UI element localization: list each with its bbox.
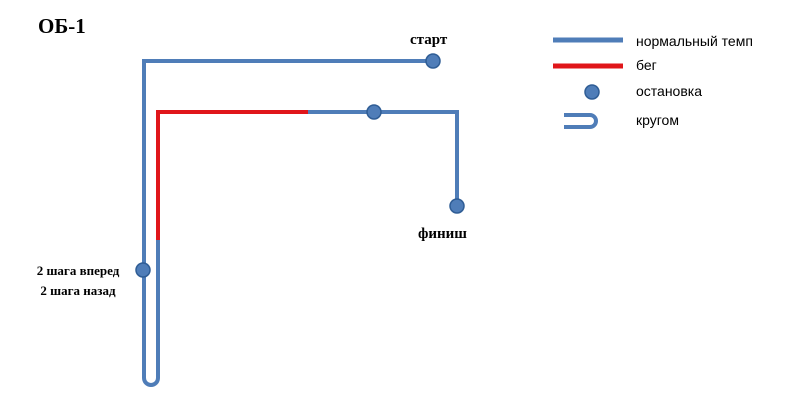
diagram-title: ОБ-1 xyxy=(38,14,86,38)
legend-stop-label: остановка xyxy=(636,83,702,99)
stop-point-start xyxy=(425,53,441,69)
label-start: старт xyxy=(410,32,448,48)
legend-loop-label: кругом xyxy=(636,112,679,128)
route-normal-outer xyxy=(142,59,433,387)
legend-run-label: бег xyxy=(636,57,657,73)
label-steps-back: 2 шага назад xyxy=(40,283,116,298)
stop-point-steps xyxy=(135,262,151,278)
stop-point-middle xyxy=(366,104,382,120)
legend: нормальный темп бег остановка кругом xyxy=(553,33,753,129)
label-steps-forward: 2 шага вперед xyxy=(37,263,120,278)
route-run-segment xyxy=(156,110,308,240)
route-normal-to-finish xyxy=(308,110,459,206)
legend-normal-label: нормальный темп xyxy=(636,33,753,49)
legend-loop-swatch xyxy=(564,113,598,129)
legend-stop-swatch xyxy=(584,84,600,100)
label-finish: финиш xyxy=(418,226,467,242)
stop-point-finish xyxy=(449,198,465,214)
